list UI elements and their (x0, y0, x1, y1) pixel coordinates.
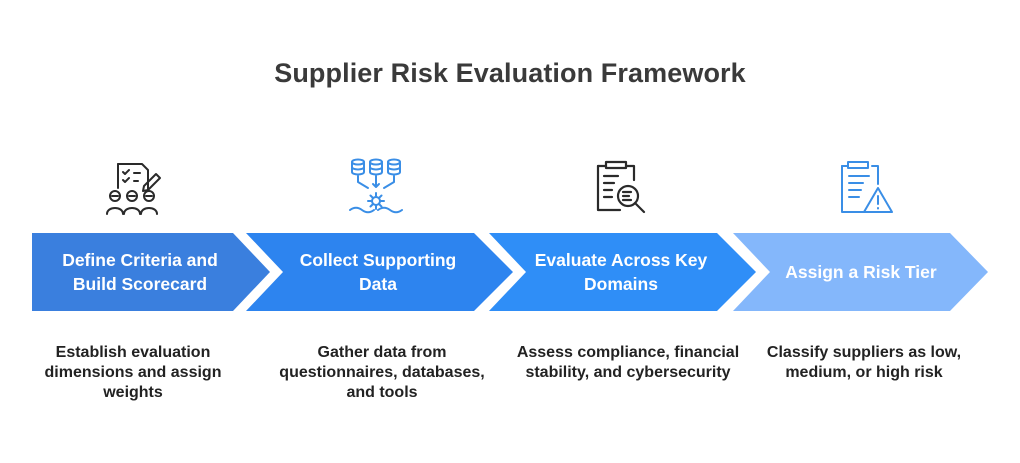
step-3-label: Evaluate Across Key Domains (534, 250, 708, 294)
step-2-description: Gather data from questionnaires, databas… (279, 344, 485, 401)
step-2-chevron (246, 233, 513, 311)
step-4-description: Classify suppliers as low, medium, or hi… (766, 344, 962, 381)
checklist-people-icon (104, 158, 168, 222)
clipboard-warning-icon (832, 154, 896, 218)
step-1-label: Define Criteria and Build Scorecard (62, 250, 218, 294)
step-2-label: Collect Supporting Data (299, 250, 457, 294)
step-4-chevron (733, 233, 988, 311)
databases-gear-icon (344, 154, 408, 218)
diagram-title: Supplier Risk Evaluation Framework (274, 58, 746, 88)
step-3-description: Assess compliance, financial stability, … (516, 344, 740, 381)
step-4-label: Assign a Risk Tier (785, 262, 937, 282)
step-1-chevron (32, 233, 270, 311)
step-3-chevron (489, 233, 756, 311)
step-1-description: Establish evaluation dimensions and assi… (44, 344, 222, 401)
document-magnifier-icon (586, 154, 650, 218)
